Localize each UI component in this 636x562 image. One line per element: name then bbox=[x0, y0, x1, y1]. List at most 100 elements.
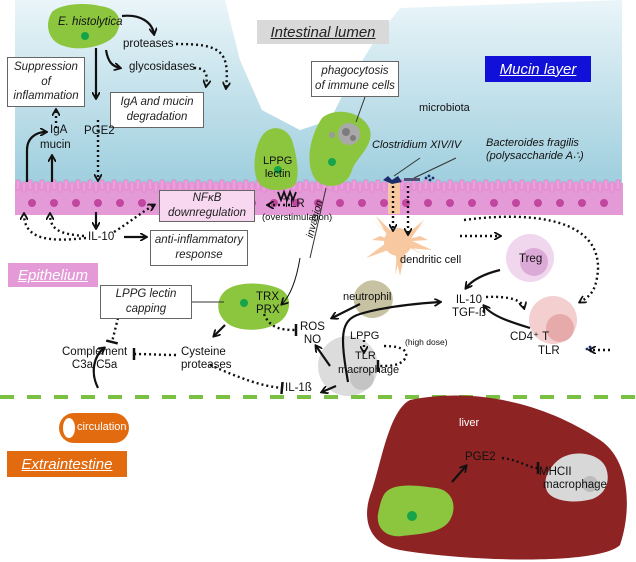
microvillus bbox=[351, 179, 357, 191]
microvillus bbox=[507, 179, 513, 191]
microvillus bbox=[519, 179, 525, 191]
dendritic-cell-shape bbox=[366, 216, 432, 276]
microvillus bbox=[513, 181, 519, 193]
epithelial-nucleus bbox=[72, 199, 80, 207]
epithelial-nucleus bbox=[446, 199, 454, 207]
microvillus bbox=[15, 179, 21, 191]
microvillus bbox=[423, 179, 429, 191]
macrophage-label: macrophage bbox=[338, 364, 400, 376]
microvillus bbox=[459, 179, 465, 191]
epithelial-nucleus bbox=[512, 199, 520, 207]
microvillus bbox=[483, 179, 489, 191]
epithelial-nucleus bbox=[138, 199, 146, 207]
microvillus bbox=[111, 179, 117, 191]
microvillus bbox=[21, 181, 27, 193]
microvillus bbox=[183, 179, 189, 191]
microvillus bbox=[159, 179, 165, 191]
liver-label: liver bbox=[459, 417, 480, 429]
epithelial-nucleus bbox=[314, 199, 322, 207]
epithelial-nucleus bbox=[490, 199, 498, 207]
mucin-layer-region bbox=[15, 0, 622, 190]
microvillus bbox=[477, 181, 483, 193]
clostridium-label: Clostridium XIV/IV bbox=[372, 139, 462, 151]
microvillus bbox=[489, 181, 495, 193]
microvillus bbox=[567, 179, 573, 191]
iga-label: IgA bbox=[50, 124, 68, 136]
microvillus bbox=[129, 181, 135, 193]
microvillus bbox=[147, 179, 153, 191]
treg-label: Treg bbox=[519, 253, 543, 265]
arrow-to-cysteine-proteases bbox=[214, 324, 226, 336]
microvillus bbox=[75, 179, 81, 191]
microvillus bbox=[417, 181, 423, 193]
bacteroides-receptor-icon bbox=[404, 178, 420, 181]
microvillus bbox=[45, 181, 51, 193]
microvillus bbox=[141, 181, 147, 193]
microvillus bbox=[105, 181, 111, 193]
epithelial-nucleus bbox=[578, 199, 586, 207]
microvillus bbox=[87, 179, 93, 191]
epithelial-nucleus bbox=[116, 199, 124, 207]
pge2-label: PGE2 bbox=[84, 125, 115, 137]
microvillus bbox=[495, 179, 501, 191]
microvillus bbox=[63, 179, 69, 191]
microvillus bbox=[603, 179, 609, 191]
proteases-label: proteases bbox=[123, 38, 174, 50]
polysaccharide-a-icon bbox=[424, 174, 435, 182]
microvillus bbox=[69, 181, 75, 193]
extraintestine-label: Extraintestine bbox=[7, 451, 127, 477]
high-dose-label: (high dose) bbox=[405, 337, 448, 347]
arrow-to-iga bbox=[25, 132, 46, 182]
lppg-lectin-cell bbox=[254, 128, 298, 191]
microvillus bbox=[579, 179, 585, 191]
cd4-t-label: CD4⁺ T bbox=[510, 331, 550, 343]
microvillus bbox=[441, 181, 447, 193]
epithelial-nucleus bbox=[292, 199, 300, 207]
epithelium-band bbox=[15, 179, 623, 215]
tlr-macrophage-label: TLR bbox=[355, 350, 376, 362]
microvillus bbox=[51, 179, 57, 191]
microvillus bbox=[117, 181, 123, 193]
microvillus bbox=[243, 179, 249, 191]
microvillus bbox=[219, 179, 225, 191]
microvillus bbox=[57, 181, 63, 193]
microvillus bbox=[411, 179, 417, 191]
mucin-layer-label: Mucin layer bbox=[485, 56, 591, 82]
epithelial-nucleus bbox=[534, 199, 542, 207]
epithelium-label: Epithelium bbox=[8, 263, 98, 287]
microvillus bbox=[81, 181, 87, 193]
microbiota-label: microbiota bbox=[419, 102, 470, 114]
microvillus bbox=[465, 181, 471, 193]
arrow-neutrophil-to-ros bbox=[332, 303, 361, 318]
lppg-label: LPPG bbox=[350, 330, 380, 342]
microvillus bbox=[531, 179, 537, 191]
overstimulation-label: (overstimulation) bbox=[262, 212, 333, 223]
e-histolytica-cell bbox=[48, 4, 120, 49]
liver-pge2-label: PGE2 bbox=[465, 451, 496, 463]
microvillus bbox=[501, 181, 507, 193]
arrow-macrophage-to-il1b bbox=[322, 384, 337, 392]
arrow-macrophage-to-ros bbox=[316, 346, 331, 367]
microvillus bbox=[549, 181, 555, 193]
dendritic-cell-label: dendritic cell bbox=[400, 254, 462, 266]
epithelial-nucleus bbox=[50, 199, 58, 207]
arrow-to-proteases bbox=[121, 14, 154, 34]
microvillus bbox=[381, 181, 387, 193]
clostridium-icon bbox=[383, 176, 402, 184]
microvillus bbox=[93, 181, 99, 193]
epithelial-nucleus bbox=[336, 199, 344, 207]
microvillus bbox=[309, 181, 315, 193]
epithelial-nucleus bbox=[424, 199, 432, 207]
glycosidases-label: glycosidases bbox=[129, 61, 195, 73]
il1b-label: IL-1ß bbox=[285, 382, 312, 394]
neutrophil-label: neutrophil bbox=[343, 291, 392, 303]
epithelial-nucleus bbox=[94, 199, 102, 207]
